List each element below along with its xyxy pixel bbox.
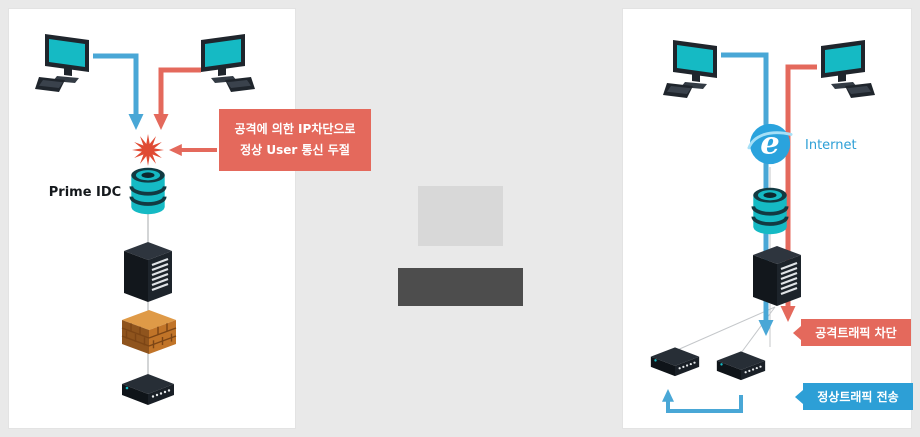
attacker-pc-icon [191, 31, 255, 95]
callout-left-pointer [795, 389, 803, 404]
server-rack-icon [751, 245, 803, 307]
attacker-pc-icon [811, 37, 875, 101]
internet-e-glyph: e [760, 126, 780, 162]
normal-traffic-callout: 정상트래픽 전송 [795, 383, 913, 410]
internet-label: Internet [805, 138, 857, 153]
attack-block-callout-text: 공격트래픽 차단 [815, 326, 897, 340]
ip-block-callout-line1: 공격에 의한 IP차단으로 [234, 122, 356, 136]
middle-placeholder-light [418, 186, 503, 246]
attacker-traffic-arrow [780, 64, 817, 322]
database-router-icon [749, 185, 791, 237]
attack-burst-icon [132, 134, 164, 166]
ip-block-callout-line2: 정상 User 통신 두절 [240, 143, 350, 157]
normal-traffic-reroute-arrow [662, 389, 743, 413]
ip-block-callout: 공격에 의한 IP차단으로 정상 User 통신 두절 [219, 109, 371, 171]
network-switch-icon [120, 371, 176, 415]
normal-user-pc-icon [35, 31, 99, 95]
network-switch-icon-left [649, 345, 701, 385]
normal-user-traffic-arrow [93, 53, 144, 130]
network-switch-icon-right [715, 349, 767, 389]
middle-placeholder-dark [398, 268, 523, 306]
server-to-right-switch-line [740, 306, 776, 354]
server-rack-icon [122, 241, 174, 303]
callout-left-pointer [793, 325, 801, 340]
normal-user-pc-icon [663, 37, 727, 101]
normal-traffic-callout-text: 정상트래픽 전송 [817, 390, 899, 404]
traffic-filtering-panel: e Internet [622, 8, 913, 429]
attack-impact-panel: 공격에 의한 IP차단으로 정상 User 통신 두절 Prime IDC [8, 8, 371, 429]
prime-idc-label: Prime IDC [48, 185, 122, 200]
attacker-traffic-arrow [153, 67, 201, 130]
internet-explorer-icon: e [747, 121, 793, 167]
database-router-icon [127, 165, 169, 217]
server-to-left-switch-line [674, 306, 776, 352]
firewall-icon [120, 309, 178, 359]
attack-block-callout: 공격트래픽 차단 [793, 319, 911, 346]
